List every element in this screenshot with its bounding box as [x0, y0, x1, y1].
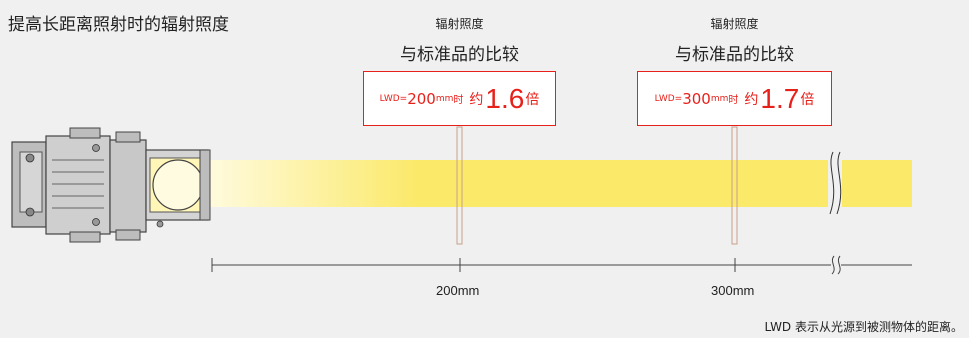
lwd-unit: mm: [435, 93, 454, 104]
ratio-factor: 1.6: [485, 82, 525, 114]
lwd-suffix: 时: [453, 95, 464, 106]
ratio-factor: 1.7: [760, 82, 800, 114]
callout-subtitle: 与标准品的比较: [400, 45, 519, 65]
light-beam: [205, 160, 912, 207]
callout-label: 辐射照度: [435, 17, 484, 31]
approx-label: 约: [744, 91, 759, 108]
lwd-value: 200: [407, 89, 436, 108]
axis-break-left: [831, 255, 835, 275]
times-label: 倍: [525, 91, 540, 108]
target-plane-300mm: [731, 126, 738, 245]
lwd-unit: mm: [710, 93, 729, 104]
callout-label: 辐射照度: [710, 17, 759, 31]
light-source-device: [11, 127, 211, 243]
beam-break-left: [829, 151, 835, 215]
tick-label-200mm: 200mm: [436, 283, 480, 298]
lwd-value: 300: [682, 89, 711, 108]
lwd-prefix: LWD=: [654, 93, 683, 104]
lwd-suffix: 时: [728, 95, 739, 106]
callout-subtitle: 与标准品的比较: [675, 45, 794, 65]
times-label: 倍: [800, 91, 815, 108]
footnote: LWD 表示从光源到被测物体的距离。: [764, 320, 963, 334]
axis-break-gap: [831, 258, 841, 272]
target-plane-200mm: [456, 126, 463, 245]
beam-break-right: [836, 151, 842, 215]
approx-label: 约: [469, 91, 484, 108]
axis-break-right: [837, 255, 841, 275]
tick-label-300mm: 300mm: [711, 283, 755, 298]
page-title: 提高长距离照射时的辐射照度: [8, 15, 229, 35]
lwd-prefix: LWD=: [379, 93, 408, 104]
